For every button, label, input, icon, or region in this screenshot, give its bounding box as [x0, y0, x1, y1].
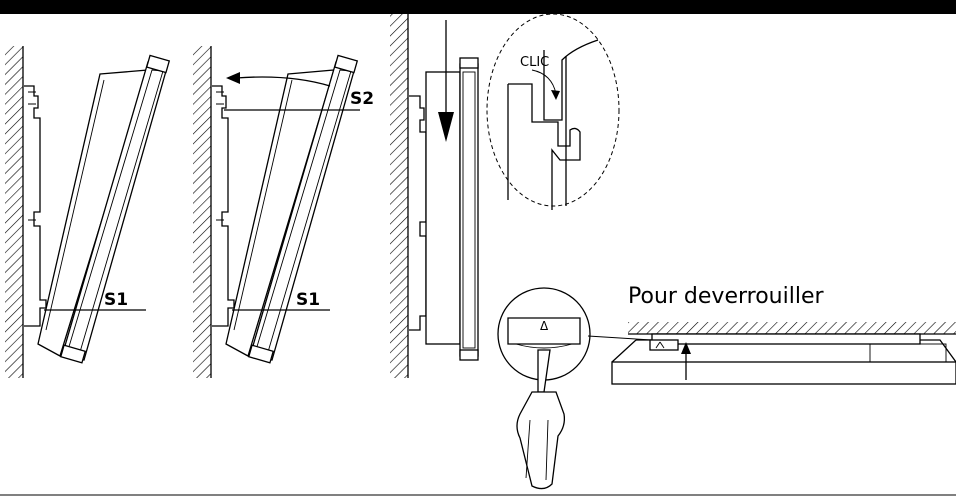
top-bar — [0, 0, 956, 14]
wall-bracket — [212, 85, 235, 327]
heater-bottom-frame — [611, 361, 956, 385]
wall-bracket — [409, 95, 427, 331]
unlock-detail: Pour deverrouiller Δ — [497, 284, 956, 490]
rotation-arrow — [235, 76, 331, 87]
step-3-panel — [390, 14, 479, 378]
s2-label: S2 — [350, 89, 374, 109]
clic-label: CLIC — [520, 55, 549, 70]
wall-bracket — [24, 85, 47, 327]
wall-hatch — [5, 46, 23, 378]
s1-label: S1 — [104, 290, 128, 310]
screwdriver-icon — [516, 349, 566, 490]
wall-hatch — [193, 46, 211, 378]
down-arrow-head — [438, 112, 454, 142]
heater-body — [225, 69, 335, 357]
s1-label: S1 — [296, 290, 320, 310]
step-1-panel: S1 — [5, 46, 171, 378]
ceiling-hatch — [628, 322, 956, 334]
wall-hatch — [390, 14, 408, 378]
unlock-title: Pour deverrouiller — [628, 284, 824, 309]
rotation-arrow-head — [226, 72, 240, 84]
magnifier-leader — [587, 335, 653, 341]
heater-body — [37, 69, 149, 357]
triangle-mark: Δ — [540, 319, 549, 333]
lock-tab — [649, 339, 679, 351]
clic-detail-bubble: CLIC — [486, 13, 620, 210]
step-2-panel: S2 S1 — [193, 46, 374, 378]
unlock-up-arrow-head — [681, 342, 691, 354]
